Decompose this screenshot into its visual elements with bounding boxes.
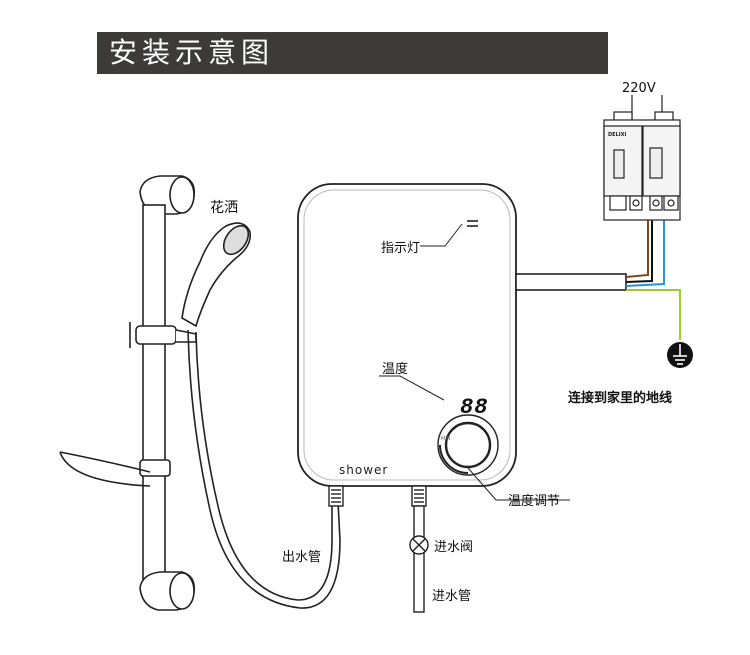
svg-text:MIN: MIN <box>441 436 451 442</box>
ground-icon <box>667 342 693 368</box>
title-banner: 安装示意图 <box>97 32 608 74</box>
ground-note-label: 连接到家里的地线 <box>568 390 672 406</box>
outlet-pipe-label: 出水管 <box>282 550 321 565</box>
voltage-label: 220V <box>622 81 656 96</box>
circuit-breaker <box>603 95 681 221</box>
inlet-pipe <box>413 505 425 613</box>
shower-head-label: 花洒 <box>210 200 238 216</box>
breaker-brand: DELIXI <box>608 132 626 138</box>
temperature-label: 温度 <box>382 361 408 377</box>
inlet-valve-label: 进水阀 <box>434 540 473 555</box>
indicator-light <box>467 220 478 227</box>
water-heater <box>297 183 517 487</box>
temperature-knob[interactable]: MIN <box>437 414 499 476</box>
shower-hose <box>187 329 341 609</box>
device-brand: shower <box>339 463 388 477</box>
page-title: 安装示意图 <box>109 36 275 69</box>
inlet-pipe-label: 进水管 <box>432 589 471 604</box>
temp-adjust-label: 温度调节 <box>508 493 560 509</box>
shower-head <box>181 222 252 328</box>
outlet-fitting <box>328 485 344 507</box>
inlet-valve[interactable] <box>409 535 429 555</box>
power-conduit <box>515 273 627 291</box>
power-wires <box>625 200 681 340</box>
leader-lines <box>379 223 570 501</box>
inlet-fitting <box>411 485 427 507</box>
slide-bar <box>129 175 197 611</box>
indicator-label: 指示灯 <box>381 241 420 256</box>
soap-dish <box>59 451 151 487</box>
